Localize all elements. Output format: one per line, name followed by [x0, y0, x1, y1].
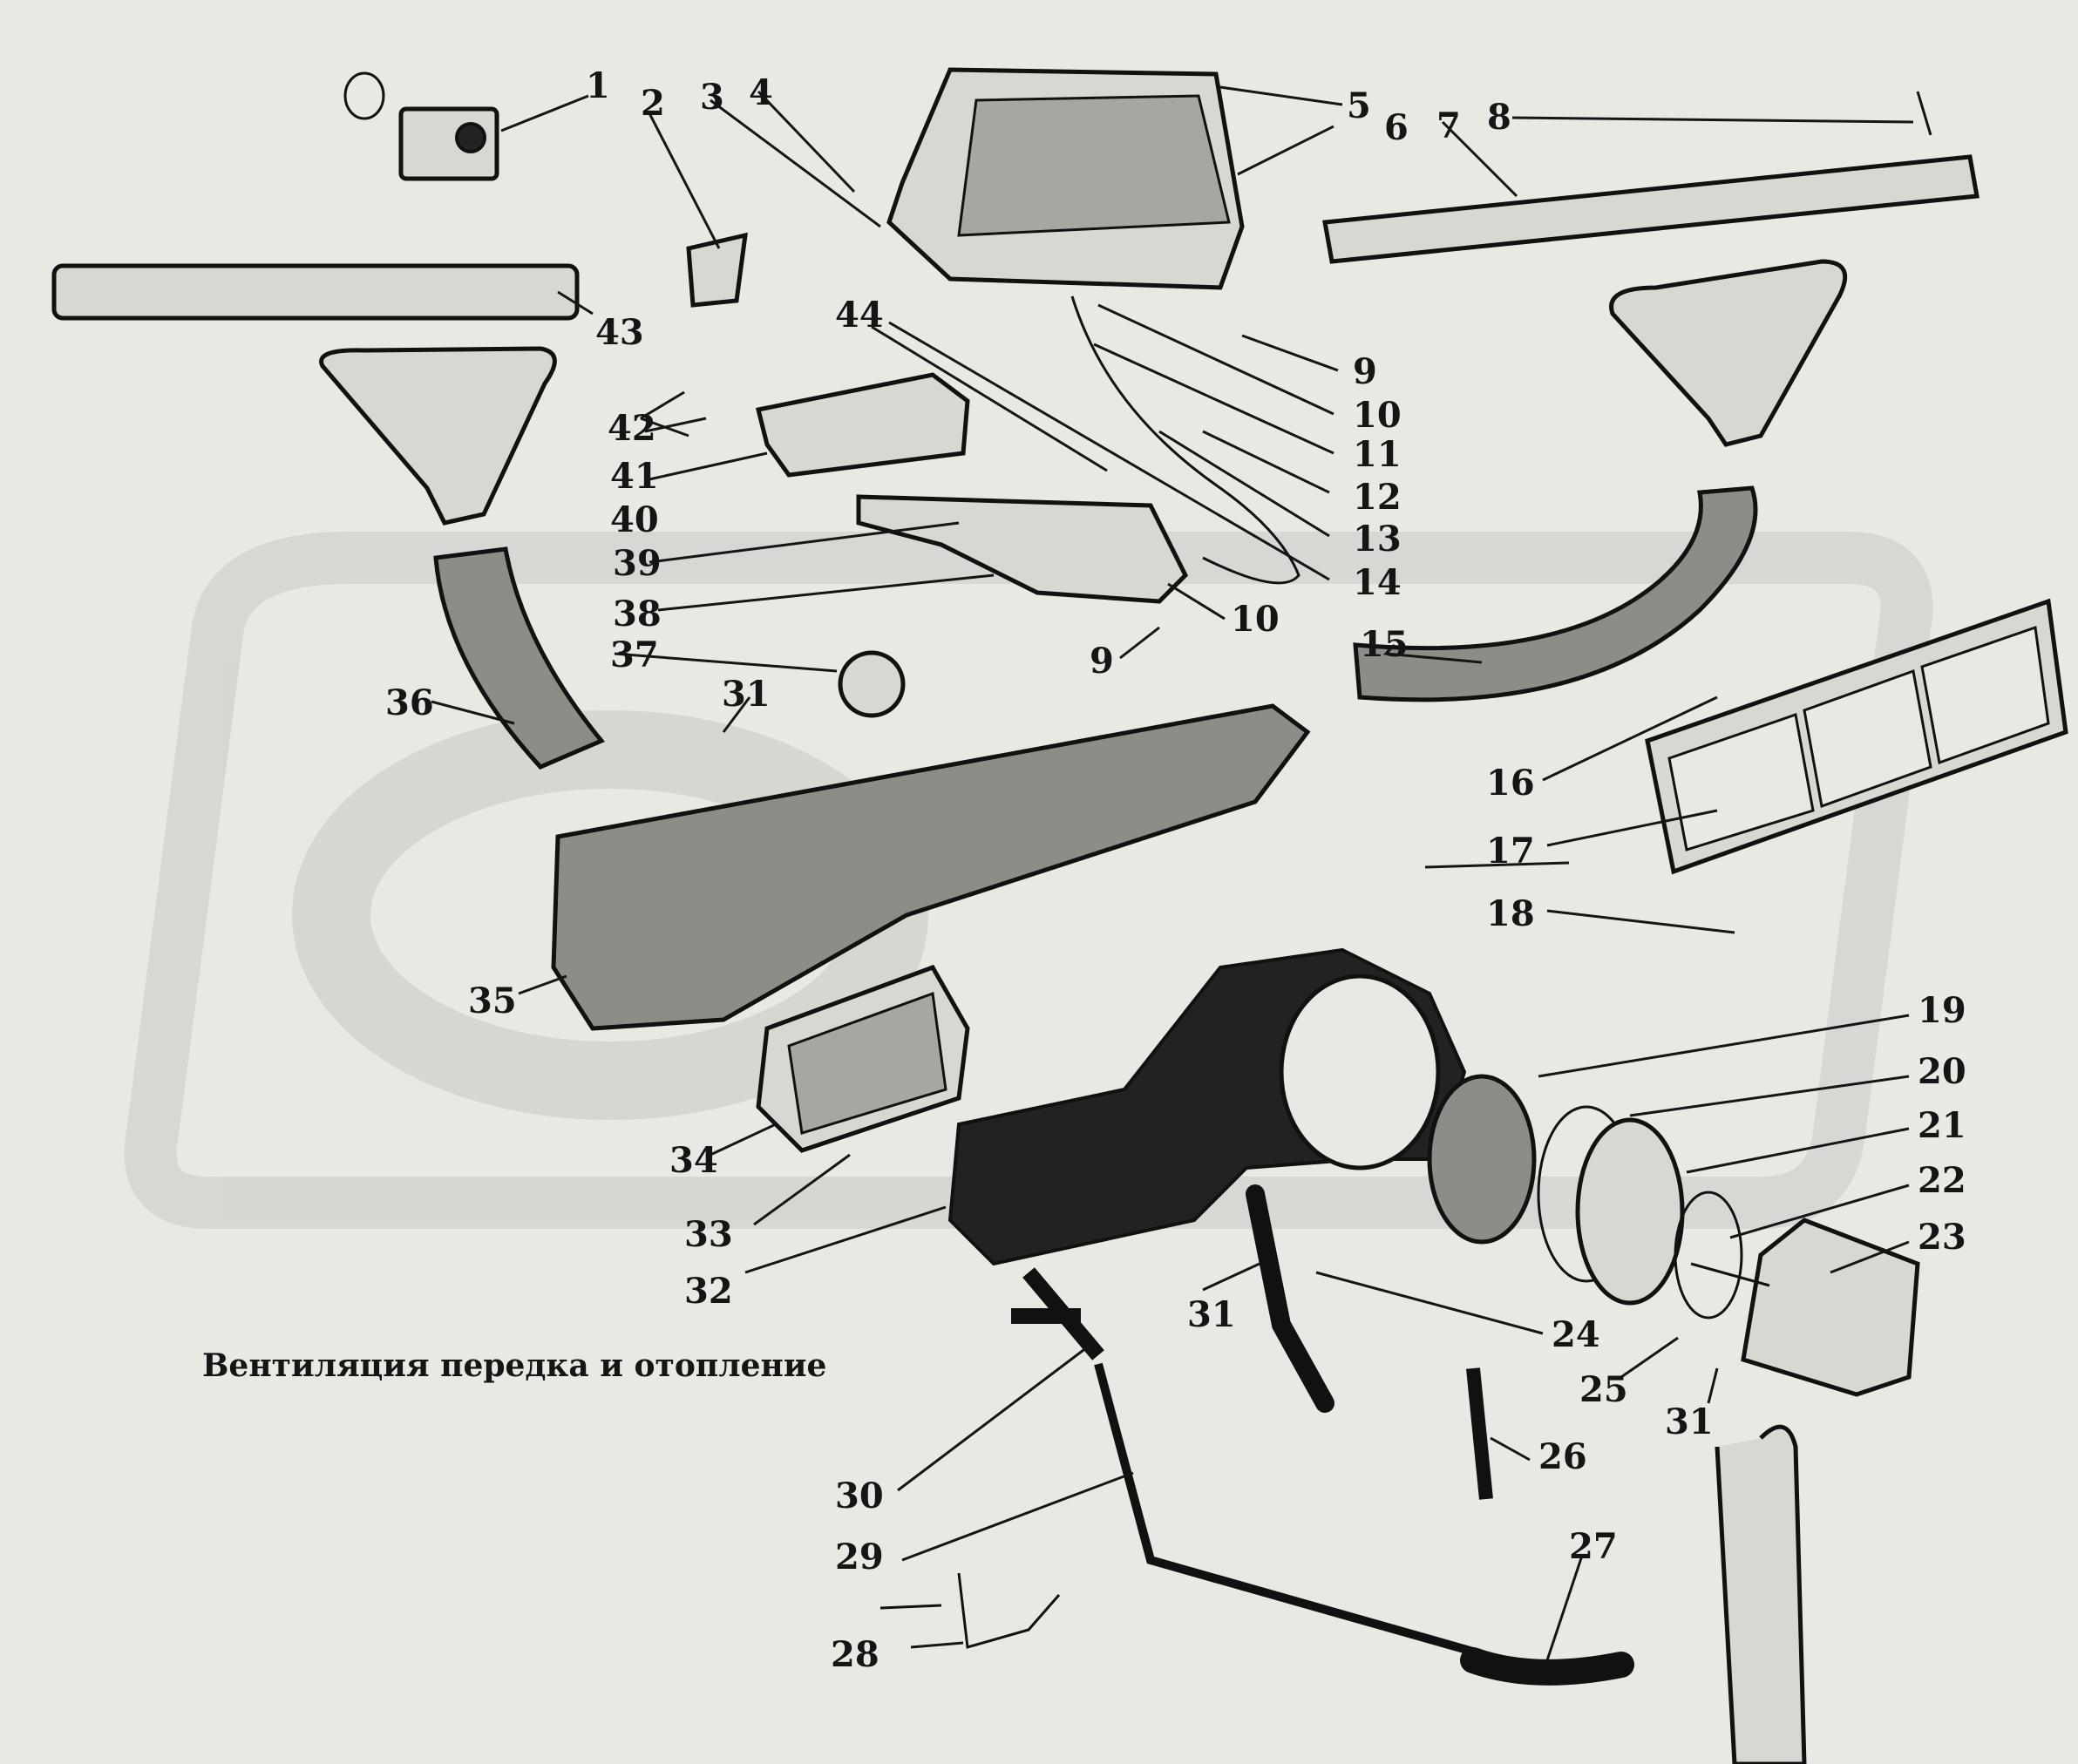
label-39: 39: [613, 543, 662, 584]
label-2: 2: [641, 83, 665, 124]
label-8: 8: [1487, 97, 1511, 138]
label-31-motor: 31: [1665, 1401, 1714, 1442]
label-24: 24: [1552, 1314, 1600, 1355]
label-25: 25: [1579, 1369, 1628, 1410]
label-13: 13: [1353, 519, 1402, 560]
part-43-rail: [51, 263, 580, 321]
label-29: 29: [835, 1537, 884, 1577]
part-39-bracket: [856, 494, 1189, 604]
label-9-top: 9: [1353, 351, 1377, 392]
part-23-motor: [1690, 1218, 1920, 1397]
part-35-air-intake: [551, 703, 1311, 1031]
right-triangle-nozzle: [1609, 259, 1848, 447]
label-30: 30: [835, 1476, 884, 1516]
label-42: 42: [608, 408, 656, 449]
part-number-labels: 1 2 3 4 5 6 7 8 9 10 11 12 13 14 10 9 15…: [385, 65, 1966, 1675]
part-7-rail: [1322, 154, 1980, 264]
left-triangle-nozzle: [319, 346, 557, 526]
label-40: 40: [610, 499, 659, 540]
part-34-heater-core: [756, 964, 970, 1153]
label-17: 17: [1486, 831, 1535, 872]
label-32: 32: [684, 1271, 733, 1312]
part-1-switch: [343, 71, 499, 181]
part-26-tap: [1466, 1367, 1493, 1500]
label-10-mid: 10: [1231, 599, 1280, 640]
part-28-clamp: [879, 1572, 1061, 1649]
part-22-gasket: [1674, 1191, 1743, 1320]
part-17-louver-panel: [1645, 598, 2068, 875]
part-15-right-hose: [1353, 485, 1758, 702]
part-19-fan: [1427, 1074, 1537, 1245]
part-24-pipe: [1246, 1184, 1334, 1413]
part-40-duct: [755, 372, 970, 478]
watermark: [124, 532, 1933, 1229]
label-1: 1: [586, 65, 610, 106]
label-37: 37: [610, 634, 659, 675]
label-35: 35: [468, 980, 517, 1021]
label-6: 6: [1384, 107, 1409, 148]
label-36: 36: [385, 682, 434, 723]
label-22: 22: [1918, 1160, 1966, 1201]
label-34: 34: [669, 1140, 718, 1181]
label-18: 18: [1486, 893, 1535, 934]
part-27-hose: [1460, 1647, 1634, 1686]
label-33: 33: [684, 1214, 733, 1255]
label-7: 7: [1436, 105, 1461, 146]
part-29-tube: [1094, 1362, 1475, 1656]
label-15: 15: [1360, 624, 1409, 665]
label-3: 3: [700, 77, 724, 118]
label-26: 26: [1538, 1436, 1587, 1477]
label-4: 4: [749, 72, 773, 113]
label-21: 21: [1918, 1105, 1966, 1146]
label-38: 38: [613, 594, 662, 634]
part-32-blower-housing: [947, 947, 1467, 1266]
part-8-screw: [1916, 91, 1932, 136]
label-20: 20: [1918, 1051, 1966, 1092]
part-14-cable: [1070, 295, 1300, 585]
label-11: 11: [1353, 434, 1402, 475]
label-16: 16: [1486, 763, 1535, 804]
label-12: 12: [1353, 477, 1402, 518]
part-21-flange: [1575, 1117, 1685, 1306]
label-27: 27: [1569, 1526, 1618, 1567]
large-pipe: [1715, 1424, 1807, 1764]
diagram-title: Вентиляция передка и отопление: [202, 1347, 827, 1384]
part-37-washer: [838, 650, 906, 718]
label-10-top: 10: [1353, 395, 1402, 436]
label-28: 28: [831, 1634, 879, 1675]
leader-lines: [431, 85, 1914, 1661]
label-43: 43: [595, 312, 644, 353]
label-31-duct: 31: [722, 674, 771, 715]
label-9-mid: 9: [1090, 641, 1114, 682]
part-30-tee: [1011, 1267, 1104, 1360]
label-41: 41: [610, 456, 659, 497]
part-2-clip: [686, 232, 748, 308]
label-14: 14: [1353, 562, 1402, 603]
label-31-blower: 31: [1187, 1294, 1236, 1335]
label-23: 23: [1918, 1217, 1966, 1258]
part-36-left-hose: [433, 546, 606, 770]
label-19: 19: [1918, 990, 1966, 1031]
label-44: 44: [835, 295, 884, 336]
part-6-defroster-nozzle: [886, 67, 1245, 290]
label-5: 5: [1347, 85, 1371, 126]
